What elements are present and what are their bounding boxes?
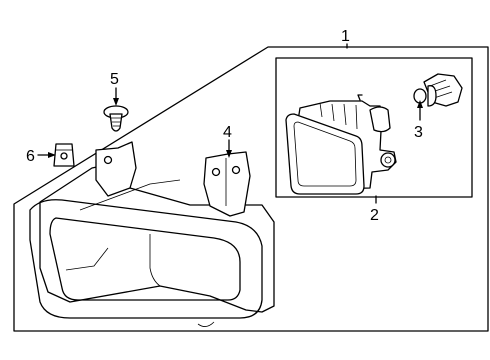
screw — [103, 105, 129, 132]
callout-3: 3 — [414, 124, 423, 141]
clip-nut — [53, 143, 75, 167]
callout-5: 5 — [110, 71, 119, 88]
bulb — [413, 73, 463, 107]
callout-6: 6 — [26, 148, 35, 165]
callout-2: 2 — [370, 207, 379, 224]
fog-lamp-bezel — [29, 141, 275, 327]
callout-labels: 1 2 3 4 5 6 — [26, 28, 423, 224]
leader-lines — [37, 43, 423, 204]
lamp-inset-box — [275, 57, 473, 198]
callout-4: 4 — [223, 124, 232, 141]
callout-1: 1 — [341, 28, 350, 45]
fog-lamp-assembly — [285, 94, 397, 195]
assembly-outline — [13, 46, 489, 332]
